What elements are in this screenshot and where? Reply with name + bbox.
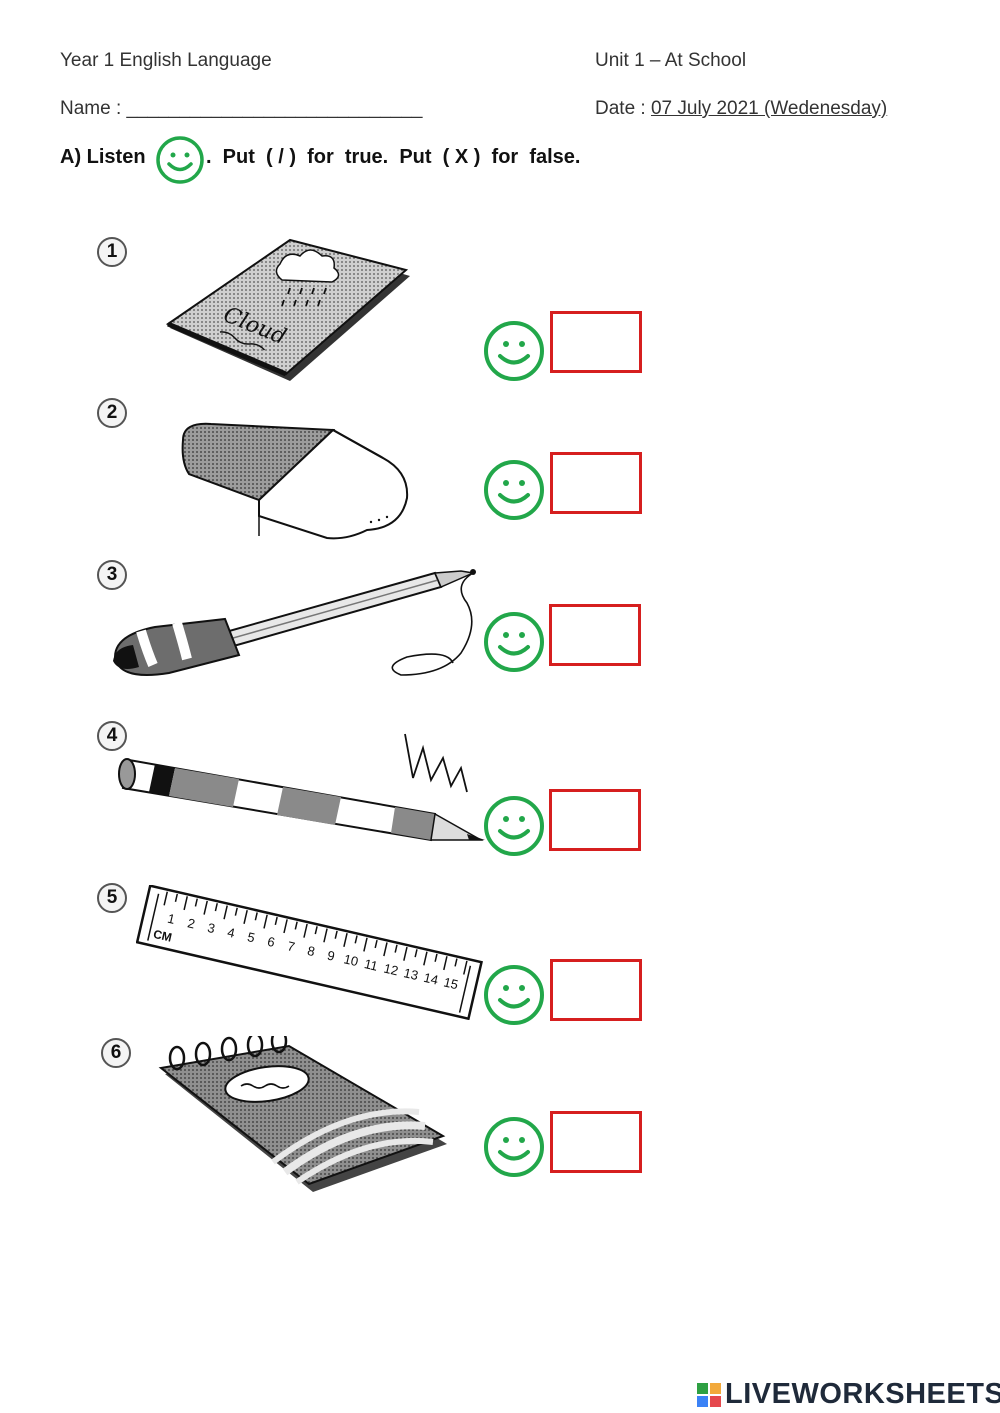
- name-blank[interactable]: ____________________________: [126, 98, 423, 119]
- ruler-tick-label: 15: [442, 974, 459, 992]
- ruler-tick: [443, 956, 448, 971]
- listen-button-6[interactable]: [482, 1115, 546, 1179]
- ruler-tick: [463, 960, 468, 975]
- ruler-tick: [334, 930, 338, 939]
- ruler-tick-label: 14: [422, 970, 439, 988]
- ruler-tick: [203, 900, 208, 915]
- answer-box-6[interactable]: [550, 1111, 642, 1173]
- listen-button-1[interactable]: [482, 319, 546, 383]
- ruler-tick: [434, 953, 438, 962]
- ruler-tick-label: 5: [246, 929, 256, 945]
- date-value: 07 July 2021 (Wedenesday): [650, 98, 888, 119]
- answer-box-4[interactable]: [549, 789, 641, 851]
- ruler-tick-label: 2: [186, 915, 196, 931]
- ruler-tick: [243, 909, 248, 924]
- item-number-5: 5: [97, 883, 127, 913]
- answer-box-2[interactable]: [550, 452, 642, 514]
- ruler-unit-label: CM: [152, 927, 173, 945]
- ruler-tick: [314, 926, 318, 935]
- ruler-tick-label: 12: [382, 961, 399, 979]
- instruction-text: . Put ( / ) for true. Put ( X ) for fals…: [206, 146, 581, 168]
- ruler-tick: [423, 951, 428, 966]
- ruler-tick: [323, 928, 328, 943]
- ruler-tick: [183, 896, 188, 911]
- ruler-tick: [343, 933, 348, 948]
- liveworksheets-logo-icon: [697, 1382, 721, 1407]
- item-number-1: 1: [97, 237, 127, 267]
- answer-box-1[interactable]: [550, 311, 642, 373]
- ruler-tick-label: 8: [306, 943, 316, 959]
- ruler-tick: [283, 919, 288, 934]
- brand-name: LIVEWORKSHEETS: [725, 1378, 1000, 1410]
- ruler-tick: [354, 935, 358, 944]
- ruler-tick: [174, 893, 179, 902]
- ruler-tick: [214, 903, 218, 912]
- notebook-icon: Cloud: [165, 238, 410, 381]
- ruler-tick: [454, 958, 458, 967]
- listen-button-5[interactable]: [482, 963, 546, 1027]
- ruler-tick: [414, 949, 418, 958]
- ruler-tick-label: 10: [342, 951, 359, 969]
- item-number-2: 2: [97, 398, 127, 428]
- item-number-3: 3: [97, 560, 127, 590]
- listen-button-4[interactable]: [482, 794, 546, 858]
- ruler-tick-label: 11: [363, 956, 380, 974]
- ruler-tick-label: 9: [326, 948, 336, 964]
- listen-button-2[interactable]: [482, 458, 546, 522]
- ruler-tick: [383, 942, 388, 957]
- ruler-tick: [363, 937, 368, 952]
- ruler-tick-label: 1: [166, 911, 176, 927]
- item-number-6: 6: [101, 1038, 131, 1068]
- ruler-tick: [194, 898, 198, 907]
- ruler-tick: [263, 914, 268, 929]
- ruler-tick: [403, 946, 408, 961]
- ruler-tick: [303, 923, 308, 938]
- ruler-tick-label: 4: [226, 925, 236, 941]
- pen-icon: [113, 569, 476, 676]
- instruction-prefix: A) Listen: [60, 146, 146, 168]
- date-row: Date : 07 July 2021 (Wedenesday): [595, 98, 887, 120]
- ruler-tick-label: 6: [266, 934, 276, 950]
- name-row: Name : ____________________________: [60, 98, 422, 120]
- listen-smiley-icon: [156, 136, 204, 184]
- item-number-4: 4: [97, 721, 127, 751]
- ruler-tick: [394, 944, 398, 953]
- spiral-notepad-icon: [158, 1036, 447, 1192]
- course-title: Year 1 English Language: [60, 50, 272, 71]
- date-label: Date :: [595, 98, 646, 119]
- name-label: Name :: [60, 98, 122, 119]
- ruler-tick: [234, 907, 238, 916]
- pencil-icon: [118, 733, 485, 842]
- ruler-tick-label: 7: [286, 938, 296, 954]
- ruler-tick: [274, 916, 278, 926]
- listen-button-3[interactable]: [482, 610, 546, 674]
- answer-box-5[interactable]: [550, 959, 642, 1021]
- eraser-icon: [181, 422, 409, 540]
- unit-title: Unit 1 – At School: [595, 50, 747, 71]
- ruler-tick: [294, 921, 298, 930]
- ruler-tick-label: 3: [206, 920, 216, 936]
- ruler-tick: [223, 905, 228, 920]
- ruler-tick: [374, 939, 378, 949]
- ruler-tick-label: 13: [402, 965, 419, 983]
- brand-logo[interactable]: LIVEWORKSHEETS: [697, 1378, 1000, 1411]
- answer-box-3[interactable]: [549, 604, 641, 666]
- ruler-tick: [163, 891, 169, 906]
- ruler-tick: [254, 912, 258, 921]
